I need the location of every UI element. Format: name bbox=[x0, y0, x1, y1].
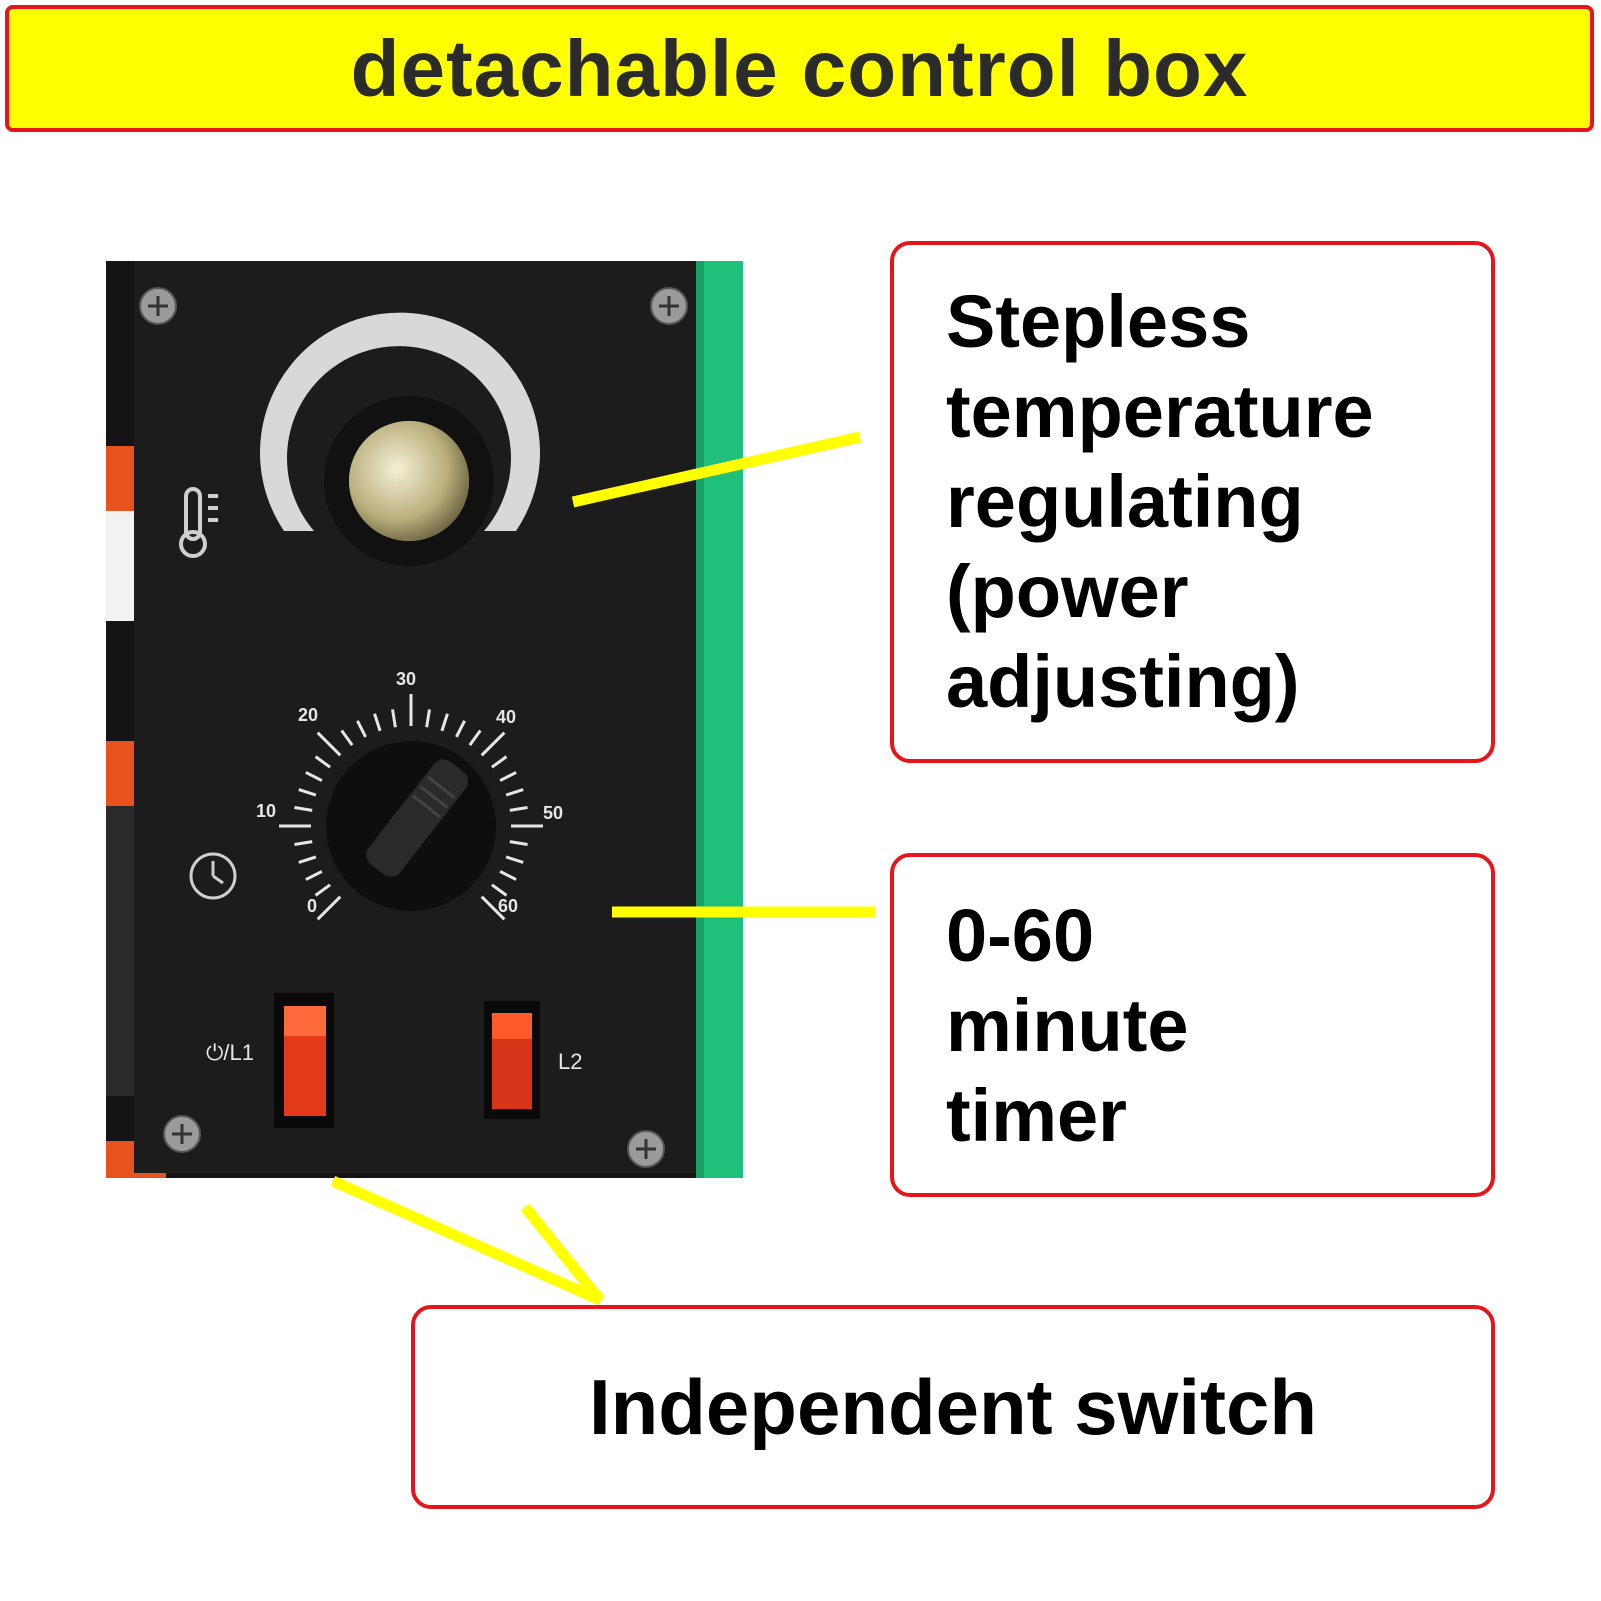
timer-tick bbox=[391, 709, 397, 728]
clock-icon bbox=[189, 852, 237, 900]
timer-label-10: 10 bbox=[256, 801, 276, 821]
switch-callout: Independent switch bbox=[411, 1305, 1495, 1509]
timer-tick bbox=[340, 729, 354, 746]
temperature-callout-line: regulating bbox=[946, 460, 1304, 543]
thermometer-icon bbox=[179, 487, 218, 558]
switch-label-l2: L2 bbox=[558, 1049, 582, 1074]
timer-tick bbox=[425, 709, 431, 728]
temperature-callout-line: (power bbox=[946, 550, 1189, 633]
rocker-switch-l2 bbox=[484, 1001, 540, 1119]
timer-tick bbox=[298, 855, 317, 864]
timer-label-60: 60 bbox=[498, 896, 518, 916]
switch-label-l1: ⏻/L1 bbox=[206, 1040, 254, 1065]
timer-tick bbox=[468, 729, 482, 746]
timer-label-40: 40 bbox=[496, 707, 516, 727]
timer-tick bbox=[373, 713, 382, 732]
rocker-switch-l1 bbox=[274, 993, 334, 1128]
timer-callout: 0-60 minute timer bbox=[890, 853, 1495, 1197]
temperature-callout-line: temperature bbox=[946, 370, 1374, 453]
timer-label-50: 50 bbox=[543, 803, 563, 823]
timer-dial-ticks bbox=[279, 694, 543, 921]
control-box-photo: 0 10 20 30 40 50 60 ⏻/L1 L2 bbox=[106, 261, 743, 1178]
timer-tick bbox=[455, 720, 466, 738]
timer-tick bbox=[314, 883, 331, 897]
timer-tick bbox=[509, 806, 528, 812]
timer-tick bbox=[491, 755, 508, 769]
title-banner: detachable control box bbox=[5, 5, 1594, 132]
timer-tick bbox=[298, 788, 317, 797]
timer-tick bbox=[316, 731, 342, 757]
timer-tick bbox=[294, 806, 313, 812]
timer-callout-line: timer bbox=[946, 1074, 1127, 1157]
timer-label-20: 20 bbox=[298, 705, 318, 725]
timer-tick bbox=[505, 855, 524, 864]
switch-callout-text: Independent switch bbox=[588, 1362, 1318, 1451]
timer-tick bbox=[314, 755, 331, 769]
timer-tick bbox=[316, 895, 342, 921]
temperature-callout: Stepless temperature regulating (power a… bbox=[890, 241, 1495, 763]
timer-tick bbox=[499, 771, 517, 782]
timer-tick bbox=[480, 895, 506, 921]
page-title: detachable control box bbox=[350, 23, 1249, 113]
timer-label-0: 0 bbox=[307, 896, 317, 916]
timer-callout-line: minute bbox=[946, 984, 1189, 1067]
temperature-callout-line: Stepless bbox=[946, 280, 1251, 363]
timer-tick bbox=[305, 870, 323, 881]
timer-label-30: 30 bbox=[396, 669, 416, 689]
timer-callout-line: 0-60 bbox=[946, 894, 1095, 977]
timer-tick bbox=[356, 720, 367, 738]
temperature-callout-line: adjusting) bbox=[946, 640, 1300, 723]
temperature-scale-arc bbox=[260, 312, 540, 531]
timer-tick bbox=[499, 870, 517, 881]
timer-tick bbox=[305, 771, 323, 782]
timer-tick bbox=[480, 731, 506, 757]
timer-tick bbox=[509, 840, 528, 846]
timer-tick bbox=[505, 788, 524, 797]
pointer-switch bbox=[330, 1175, 605, 1306]
timer-tick bbox=[440, 713, 449, 732]
timer-tick bbox=[294, 840, 313, 846]
timer-tick bbox=[491, 883, 508, 897]
